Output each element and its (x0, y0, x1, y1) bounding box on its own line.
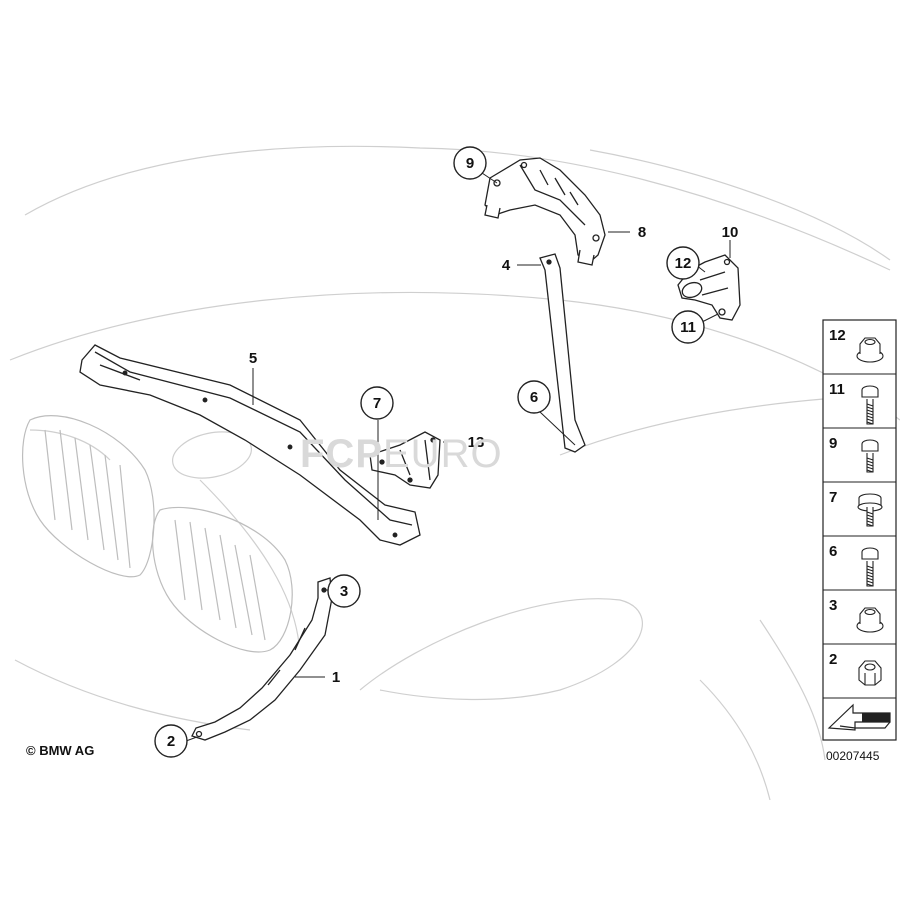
callout-circle (360, 386, 394, 420)
legend-label: 6 (829, 543, 837, 560)
car-body-outline (9, 145, 900, 801)
flange-nut-icon (856, 337, 884, 363)
callout-1: 1 (332, 669, 340, 686)
legend-label: 11 (829, 381, 845, 398)
callout-label: 10 (722, 224, 739, 241)
carrier-beam (79, 344, 421, 546)
legend-row: 3 (823, 597, 896, 645)
hex-bolt-icon (861, 439, 879, 473)
callout-label: 7 (373, 395, 381, 412)
legend-row: 12 (823, 327, 896, 375)
callout-label: 8 (638, 224, 646, 241)
callout-circle (327, 574, 361, 608)
fastener-legend: 12 11 9 7 6 3 2 (822, 319, 897, 741)
bracket-8 (484, 157, 606, 266)
callout-label: 11 (680, 319, 696, 336)
callout-label: 12 (675, 255, 692, 272)
legend-row: 7 (823, 489, 896, 537)
hex-nut-icon (858, 660, 882, 686)
strut-4 (539, 253, 586, 453)
legend-row: 9 (823, 435, 896, 483)
callout-10: 10 (722, 224, 739, 241)
callout-3: 3 (327, 574, 361, 608)
callout-11: 11 (671, 310, 705, 344)
callout-label: 3 (340, 583, 348, 600)
bracket-13 (369, 431, 441, 489)
hex-bolt-thin-icon (861, 547, 879, 587)
legend-label: 2 (829, 651, 837, 668)
callout-9: 9 (453, 146, 487, 180)
callout-12: 12 (666, 246, 700, 280)
callout-2: 2 (154, 724, 188, 758)
callout-5: 5 (249, 350, 257, 367)
kidney-grille-left (22, 415, 155, 578)
watermark-suffix: EURO (383, 432, 503, 476)
callout-label: 4 (502, 257, 511, 274)
callout-7: 7 (360, 386, 394, 420)
callout-label: 6 (530, 389, 538, 406)
hex-bolt-washer-icon (857, 493, 883, 527)
fcp-euro-watermark: FCPEURO (300, 432, 503, 477)
hex-nut-washer-icon (856, 607, 884, 633)
callout-label: 2 (167, 733, 175, 750)
strut-1 (191, 577, 333, 741)
legend-label: 7 (829, 489, 837, 506)
callout-circle (154, 724, 188, 758)
callout-circle (666, 246, 700, 280)
callout-4: 4 (502, 257, 511, 274)
callout-label: 1 (332, 669, 340, 686)
legend-label: 12 (829, 327, 846, 344)
callout-13: 13 (468, 434, 485, 451)
legend-row: 2 (823, 651, 896, 699)
leader-lines (185, 164, 731, 742)
watermark-brand: FCP (300, 432, 383, 476)
legend-rows: 12 11 9 7 6 3 2 (823, 327, 896, 699)
arrow-icon (827, 703, 891, 731)
callout-circle (517, 380, 551, 414)
callout-6: 6 (517, 380, 551, 414)
legend-row: 6 (823, 543, 896, 591)
document-number: 00207445 (826, 749, 880, 763)
callout-circle (671, 310, 705, 344)
kidney-grille-right (152, 506, 293, 653)
callout-circle (453, 146, 487, 180)
callout-label: 9 (466, 155, 474, 172)
legend-label: 9 (829, 435, 837, 452)
legend-label: 3 (829, 597, 837, 614)
callout-label: 5 (249, 350, 257, 367)
copyright-label: © BMW AG (26, 743, 95, 758)
callout-8: 8 (638, 224, 646, 241)
legend-row: 11 (823, 381, 896, 429)
hex-bolt-long-icon (861, 385, 879, 425)
callout-label: 13 (468, 434, 485, 451)
